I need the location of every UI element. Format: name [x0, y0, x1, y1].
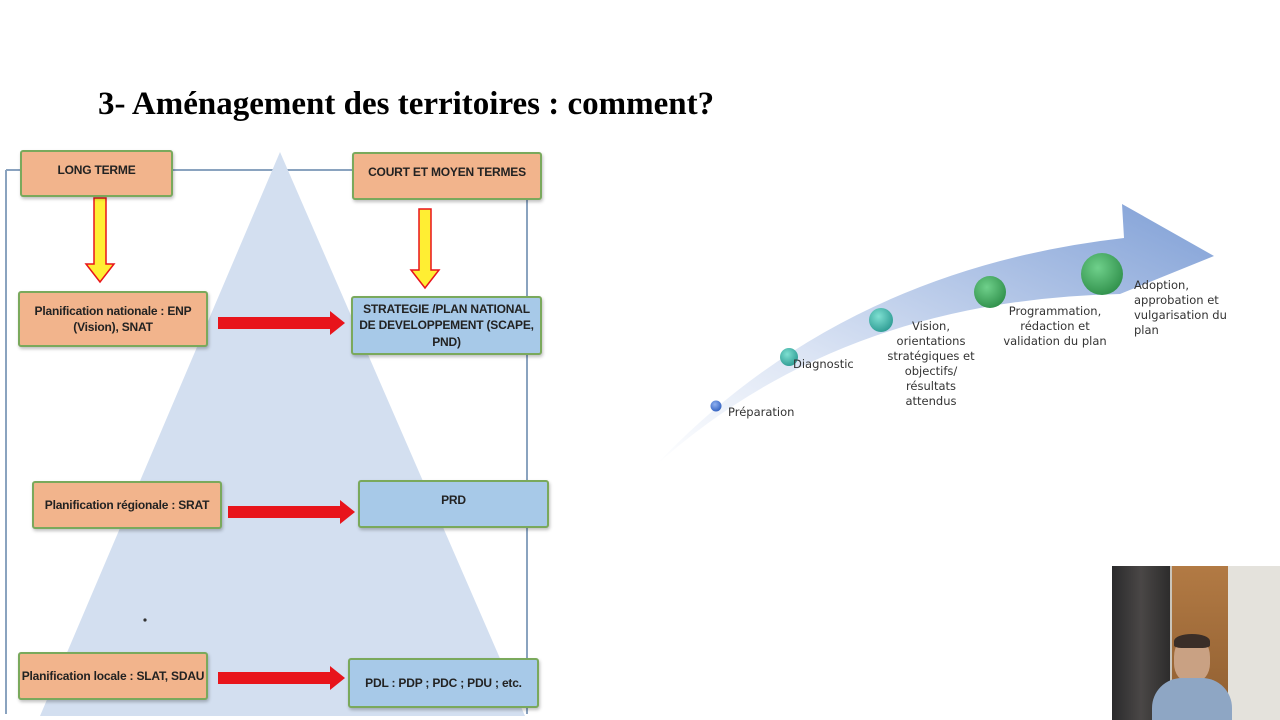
national-planning-label: Planification nationale : ENP (Vision), …	[34, 303, 192, 334]
short-medium-term-label: COURT ET MOYEN TERMES	[368, 165, 526, 179]
step-label-diagnostic: Diagnostic	[793, 357, 854, 371]
webcam-video	[1112, 566, 1280, 720]
national-strategy-box: STRATEGIE /PLAN NATIONAL DE DEVELOPPEMEN…	[351, 296, 542, 355]
long-term-label: LONG TERME	[57, 163, 136, 177]
local-planning-label: Planification locale : SLAT, SDAU	[21, 668, 205, 683]
national-strategy-label: STRATEGIE /PLAN NATIONAL DE DEVELOPPEMEN…	[359, 302, 534, 349]
yellow-arrow-left	[84, 197, 116, 284]
step-label-programmation: Programmation, rédaction et validation d…	[1003, 304, 1107, 348]
webcam-person-hair	[1174, 634, 1210, 648]
step-label-adoption: Adoption, approbation et vulgarisation d…	[1134, 278, 1227, 337]
red-arrow-regional	[228, 500, 355, 524]
step-dot-adoption	[1081, 253, 1123, 295]
short-medium-term-box: COURT ET MOYEN TERMES	[352, 152, 542, 200]
regional-plan-box: PRD	[358, 480, 549, 528]
step-dot-vision	[869, 308, 893, 332]
step-label-preparation: Préparation	[728, 405, 795, 419]
local-plans-label: PDL : PDP ; PDC ; PDU ; etc.	[365, 675, 522, 690]
process-curved-arrow	[655, 204, 1214, 466]
stray-dot	[143, 618, 147, 622]
slide-title: 3- Aménagement des territoires : comment…	[98, 86, 715, 122]
yellow-arrow-right	[409, 208, 441, 290]
red-arrow-national	[218, 311, 345, 335]
webcam-wall	[1228, 566, 1280, 720]
regional-planning-box: Planification régionale : SRAT	[32, 481, 222, 529]
pyramid-triangle	[40, 152, 525, 716]
national-planning-box: Planification nationale : ENP (Vision), …	[18, 291, 208, 347]
local-planning-box: Planification locale : SLAT, SDAU	[18, 652, 208, 700]
step-dot-programmation	[974, 276, 1006, 308]
local-plans-box: PDL : PDP ; PDC ; PDU ; etc.	[348, 658, 539, 708]
step-dot-preparation	[710, 400, 722, 412]
regional-planning-label: Planification régionale : SRAT	[44, 497, 210, 512]
webcam-person-body	[1152, 678, 1232, 720]
step-label-vision: Vision, orientations stratégiques et obj…	[887, 319, 975, 408]
long-term-box: LONG TERME	[20, 150, 173, 197]
step-dot-diagnostic	[780, 348, 798, 366]
red-arrow-local	[218, 666, 345, 690]
regional-plan-label: PRD	[441, 493, 466, 507]
